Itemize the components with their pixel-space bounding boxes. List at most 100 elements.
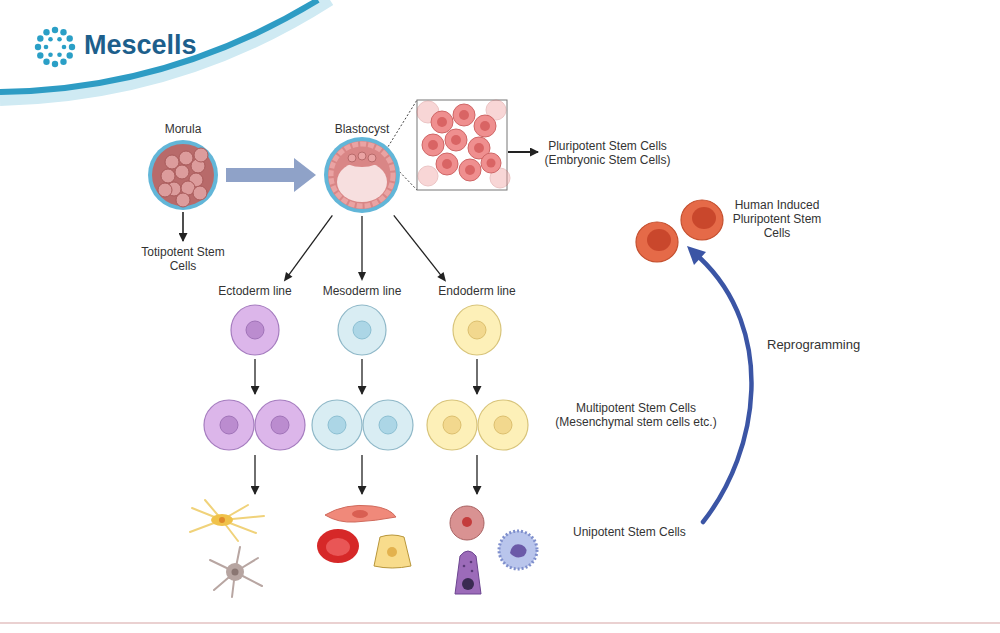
node-heading: Human Induced Pluripotent Stem Cells	[727, 198, 827, 240]
flow-arrow	[358, 216, 366, 281]
leader-arrow	[182, 212, 184, 241]
cell	[231, 305, 279, 355]
blastomere	[161, 169, 175, 183]
blastomere	[194, 148, 208, 162]
morula-node: Morula	[148, 140, 218, 210]
stage-label: Totipotent Stem Cells	[133, 245, 233, 273]
logo-dot	[44, 45, 49, 50]
down-arrow	[361, 455, 362, 494]
nucleus	[465, 165, 475, 175]
red-blood-cell	[317, 529, 359, 563]
cell	[255, 400, 305, 450]
logo-dot	[67, 52, 73, 58]
unipotent-cells	[190, 500, 537, 597]
nucleus	[271, 416, 289, 434]
arrow-shaft	[394, 215, 441, 275]
granule	[470, 561, 473, 564]
rbc-center	[326, 538, 350, 556]
logo-dot	[43, 29, 49, 35]
blastomere	[193, 186, 207, 200]
cone-cell	[455, 551, 481, 594]
dendrite	[210, 547, 262, 597]
flow-arrow	[226, 158, 316, 192]
granule	[463, 565, 466, 568]
leader-arrow	[508, 151, 538, 153]
chondrocyte	[374, 535, 411, 568]
cell	[436, 153, 458, 175]
morula-shape	[148, 140, 218, 210]
blastocyst-node: Blastocyst	[324, 137, 400, 213]
cell	[453, 305, 501, 355]
logo-dot	[37, 52, 43, 58]
spiky-cell	[499, 531, 537, 569]
nucleus	[442, 159, 452, 169]
nucleus	[387, 547, 397, 557]
blastomere	[175, 165, 189, 179]
logo-dot	[67, 35, 73, 41]
logo-dot	[43, 59, 49, 65]
cell	[459, 159, 481, 181]
neuron-body	[226, 563, 244, 581]
arrow-head	[284, 272, 293, 282]
cell	[427, 400, 477, 450]
neuron-body	[211, 514, 233, 526]
zona-ring	[148, 140, 218, 210]
cell	[481, 153, 501, 173]
cell	[358, 152, 366, 160]
logo-dot	[57, 53, 62, 58]
footer-rule	[0, 622, 1000, 624]
nucleus	[379, 416, 397, 434]
cell	[348, 154, 356, 162]
curved-arrow-head	[687, 246, 706, 265]
nucleus	[494, 416, 512, 434]
logo-dot	[52, 27, 58, 33]
arrow-shaft	[226, 168, 296, 182]
ectoderm-node: Ectoderm line	[205, 284, 305, 358]
down-arrow	[361, 359, 362, 394]
header-swoosh	[0, 0, 330, 100]
dendrite	[190, 500, 264, 541]
inner-cell-mass	[344, 151, 380, 167]
cell	[478, 400, 528, 450]
blastomere	[179, 151, 193, 165]
nucleus	[474, 143, 484, 153]
neuron-dendrites	[210, 547, 262, 597]
trophoblast-cells	[331, 144, 393, 206]
arrow-shaft	[289, 215, 333, 275]
nucleus	[219, 517, 225, 523]
nucleus	[220, 416, 238, 434]
cell	[422, 134, 444, 156]
swoosh-line	[0, 0, 318, 92]
arrow-head	[358, 272, 366, 281]
morula-body	[152, 144, 214, 206]
arrow-head	[437, 272, 446, 282]
fibroblast	[325, 505, 396, 522]
cell	[312, 400, 362, 450]
reprogramming-arrow	[687, 246, 751, 522]
curved-arrow-shaft	[700, 258, 751, 522]
cell	[204, 400, 254, 450]
multipotent-cells	[204, 400, 528, 450]
nucleus	[480, 121, 490, 131]
logo-dot	[52, 61, 58, 67]
node-heading: Morula	[133, 122, 233, 136]
arrow-head	[294, 158, 316, 192]
blastomere	[158, 183, 172, 197]
cell	[363, 400, 413, 450]
esc-inset	[417, 100, 510, 190]
nucleus	[443, 416, 461, 434]
cell	[338, 305, 386, 355]
down-arrow	[476, 359, 477, 394]
logo-dot	[60, 29, 66, 35]
nucleus	[451, 135, 461, 145]
arrow-shaft	[361, 216, 362, 273]
brand-logo-text: Mescells	[84, 29, 197, 61]
logo-dot	[35, 44, 41, 50]
nucleus	[353, 321, 371, 339]
ipsc-cell	[636, 222, 678, 262]
down-arrow	[476, 455, 477, 494]
swoosh-band	[0, 0, 330, 100]
